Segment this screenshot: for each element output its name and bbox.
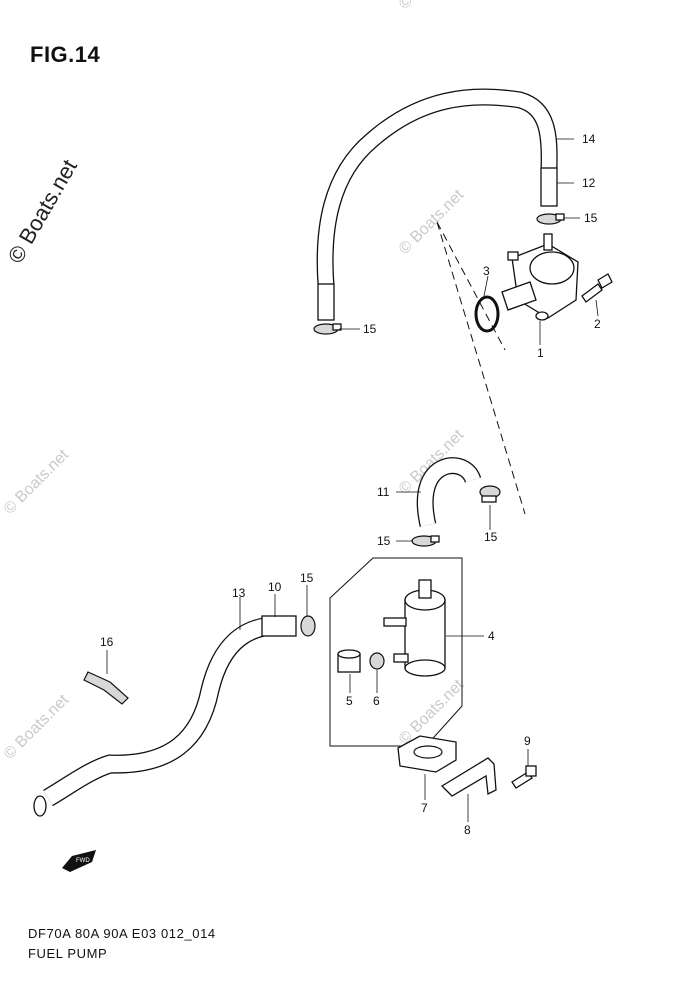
- callout-13: 13: [232, 586, 246, 600]
- bracket-8: [440, 757, 497, 797]
- callout-15: 15: [377, 534, 391, 548]
- footer-name: FUEL PUMP: [28, 946, 108, 961]
- fuel-pump: [501, 233, 579, 321]
- clamp-6: [369, 652, 385, 670]
- bracket-7: [397, 735, 457, 773]
- watermark: © Boats.net: [396, 0, 468, 13]
- callout-14: 14: [582, 132, 596, 146]
- callout-8: 8: [464, 823, 471, 837]
- clamp-15: [536, 213, 565, 225]
- callout-5: 5: [346, 694, 353, 708]
- bolt: [581, 273, 613, 303]
- callout-6: 6: [373, 694, 380, 708]
- leader-lines: [106, 138, 599, 822]
- clamp-15: [411, 535, 440, 547]
- hose-11: [416, 457, 482, 527]
- callout-2: 2: [594, 317, 601, 331]
- clamp-15: [300, 615, 316, 637]
- callout-16: 16: [100, 635, 114, 649]
- callouts: 14 12 15 3 2 15 1 11 15 15 15 10 13 4 16…: [100, 132, 601, 837]
- callout-9: 9: [524, 734, 531, 748]
- callout-1: 1: [537, 346, 544, 360]
- footer-model: DF70A 80A 90A E03 012_014: [28, 926, 216, 941]
- callout-7: 7: [421, 801, 428, 815]
- watermark-main: © Boats.net: [3, 155, 82, 267]
- pipe-5: [337, 649, 361, 673]
- fuel-filter: [383, 579, 446, 677]
- watermark: © Boats.net: [1, 691, 73, 763]
- callout-15: 15: [484, 530, 498, 544]
- clamp-16: [83, 671, 129, 705]
- lower-hose: [33, 615, 297, 817]
- callout-4: 4: [488, 629, 495, 643]
- callout-12: 12: [582, 176, 596, 190]
- callout-15: 15: [584, 211, 598, 225]
- callout-11: 11: [377, 485, 390, 499]
- fwd-label: FWD: [76, 858, 90, 864]
- watermark: © Boats.net: [396, 186, 468, 258]
- o-ring: [474, 295, 500, 333]
- clamp-15: [479, 485, 501, 503]
- bolt-9: [511, 765, 537, 789]
- callout-3: 3: [483, 264, 490, 278]
- callout-15: 15: [300, 571, 314, 585]
- callout-10: 10: [268, 580, 282, 594]
- callout-15: 15: [363, 322, 377, 336]
- upper-hose: [316, 88, 558, 321]
- filter-assembly-box: [329, 557, 463, 747]
- watermark: © Boats.net: [1, 446, 73, 518]
- figure-title: FIG.14: [30, 42, 101, 67]
- clamp-15: [313, 323, 342, 335]
- fwd-arrow-icon: FWD: [62, 850, 96, 872]
- assembly-line: [436, 221, 526, 515]
